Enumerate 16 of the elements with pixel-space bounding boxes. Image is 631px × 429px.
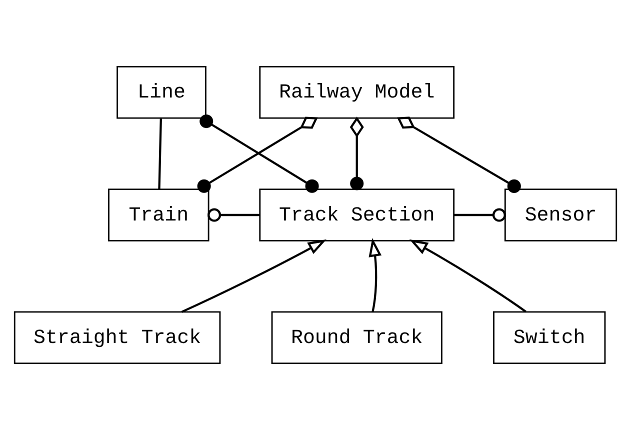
node-box: Line xyxy=(116,66,206,118)
node-box: Round Track xyxy=(271,310,442,364)
arrow xyxy=(368,238,382,312)
node-box: Track Section xyxy=(259,188,455,241)
connector xyxy=(396,116,521,192)
connector xyxy=(454,208,506,222)
connector xyxy=(350,116,364,190)
connector xyxy=(208,208,260,222)
arrow xyxy=(409,238,526,312)
node-box: Railway Model xyxy=(259,66,455,118)
node-box: Train xyxy=(108,188,210,241)
arrow xyxy=(181,238,327,312)
connector xyxy=(158,118,162,189)
node-box: Sensor xyxy=(504,188,618,241)
node-box: Switch xyxy=(493,310,606,364)
node-box: Straight Track xyxy=(14,310,221,364)
